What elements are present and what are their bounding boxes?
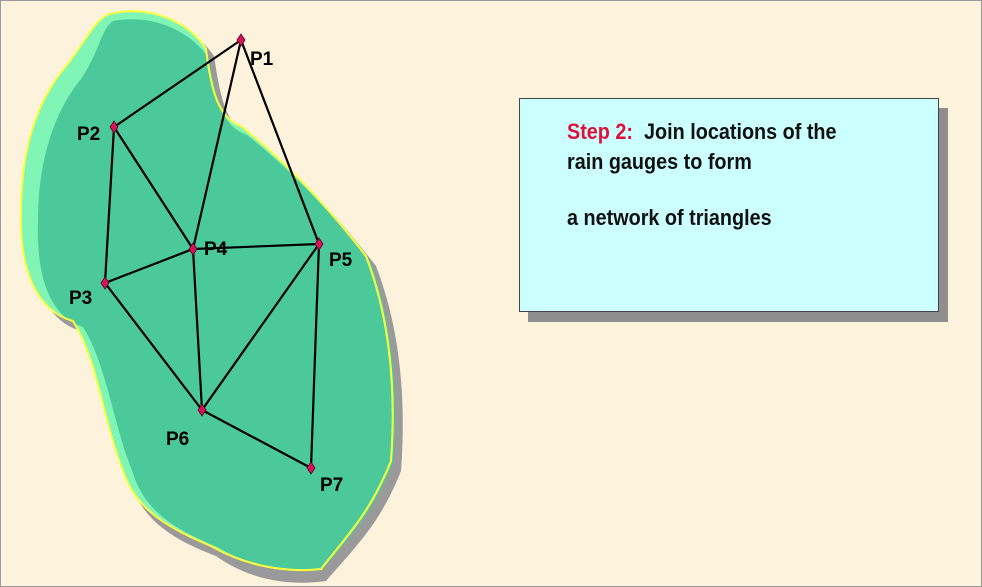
edge-p2-p4 bbox=[113, 126, 194, 250]
edge-p1-p4 bbox=[191, 39, 243, 250]
edge-p5-p7 bbox=[309, 243, 321, 469]
gauge-label-p6: P6 bbox=[166, 429, 189, 450]
gauge-marker-p5 bbox=[314, 237, 324, 251]
catchment-outline bbox=[19, 10, 394, 572]
gauge-label-p3: P3 bbox=[69, 288, 92, 309]
gauge-label-p2: P2 bbox=[77, 124, 100, 145]
gauge-label-p7: P7 bbox=[320, 475, 343, 496]
edge-p4-p5 bbox=[192, 242, 320, 251]
edge-p6-p7 bbox=[201, 409, 312, 469]
gauge-marker-p4 bbox=[188, 242, 198, 256]
step-label: Step 2: bbox=[567, 119, 634, 144]
gauge-marker-p3 bbox=[100, 276, 110, 290]
edge-p4-p6 bbox=[191, 248, 204, 411]
gauge-marker-p7 bbox=[306, 461, 316, 475]
step-callout-box: Step 2: Join locations of the rain gauge… bbox=[519, 98, 939, 312]
edge-p3-p6 bbox=[104, 282, 203, 411]
gauge-marker-p1 bbox=[236, 33, 246, 47]
callout-line-1: Step 2: Join locations of the bbox=[567, 121, 883, 151]
gauge-markers bbox=[100, 33, 324, 475]
gauge-label-p4: P4 bbox=[204, 239, 228, 260]
callout-line-1-text: Join locations of the bbox=[644, 119, 837, 144]
gauge-marker-p6 bbox=[197, 403, 207, 417]
edge-p1-p2 bbox=[113, 39, 242, 128]
callout-line-2: rain gauges to form bbox=[567, 149, 752, 174]
edge-p5-p6 bbox=[201, 243, 320, 411]
edge-p2-p3 bbox=[103, 126, 116, 284]
triangle-network bbox=[103, 39, 321, 469]
gauge-label-p5: P5 bbox=[329, 250, 353, 271]
gauge-label-p1: P1 bbox=[250, 49, 274, 70]
edge-p1-p5 bbox=[239, 39, 321, 245]
edge-p3-p4 bbox=[104, 247, 194, 285]
callout-line-3: a network of triangles bbox=[567, 205, 772, 230]
catchment-area bbox=[37, 19, 396, 571]
gauge-marker-p2 bbox=[109, 120, 119, 134]
